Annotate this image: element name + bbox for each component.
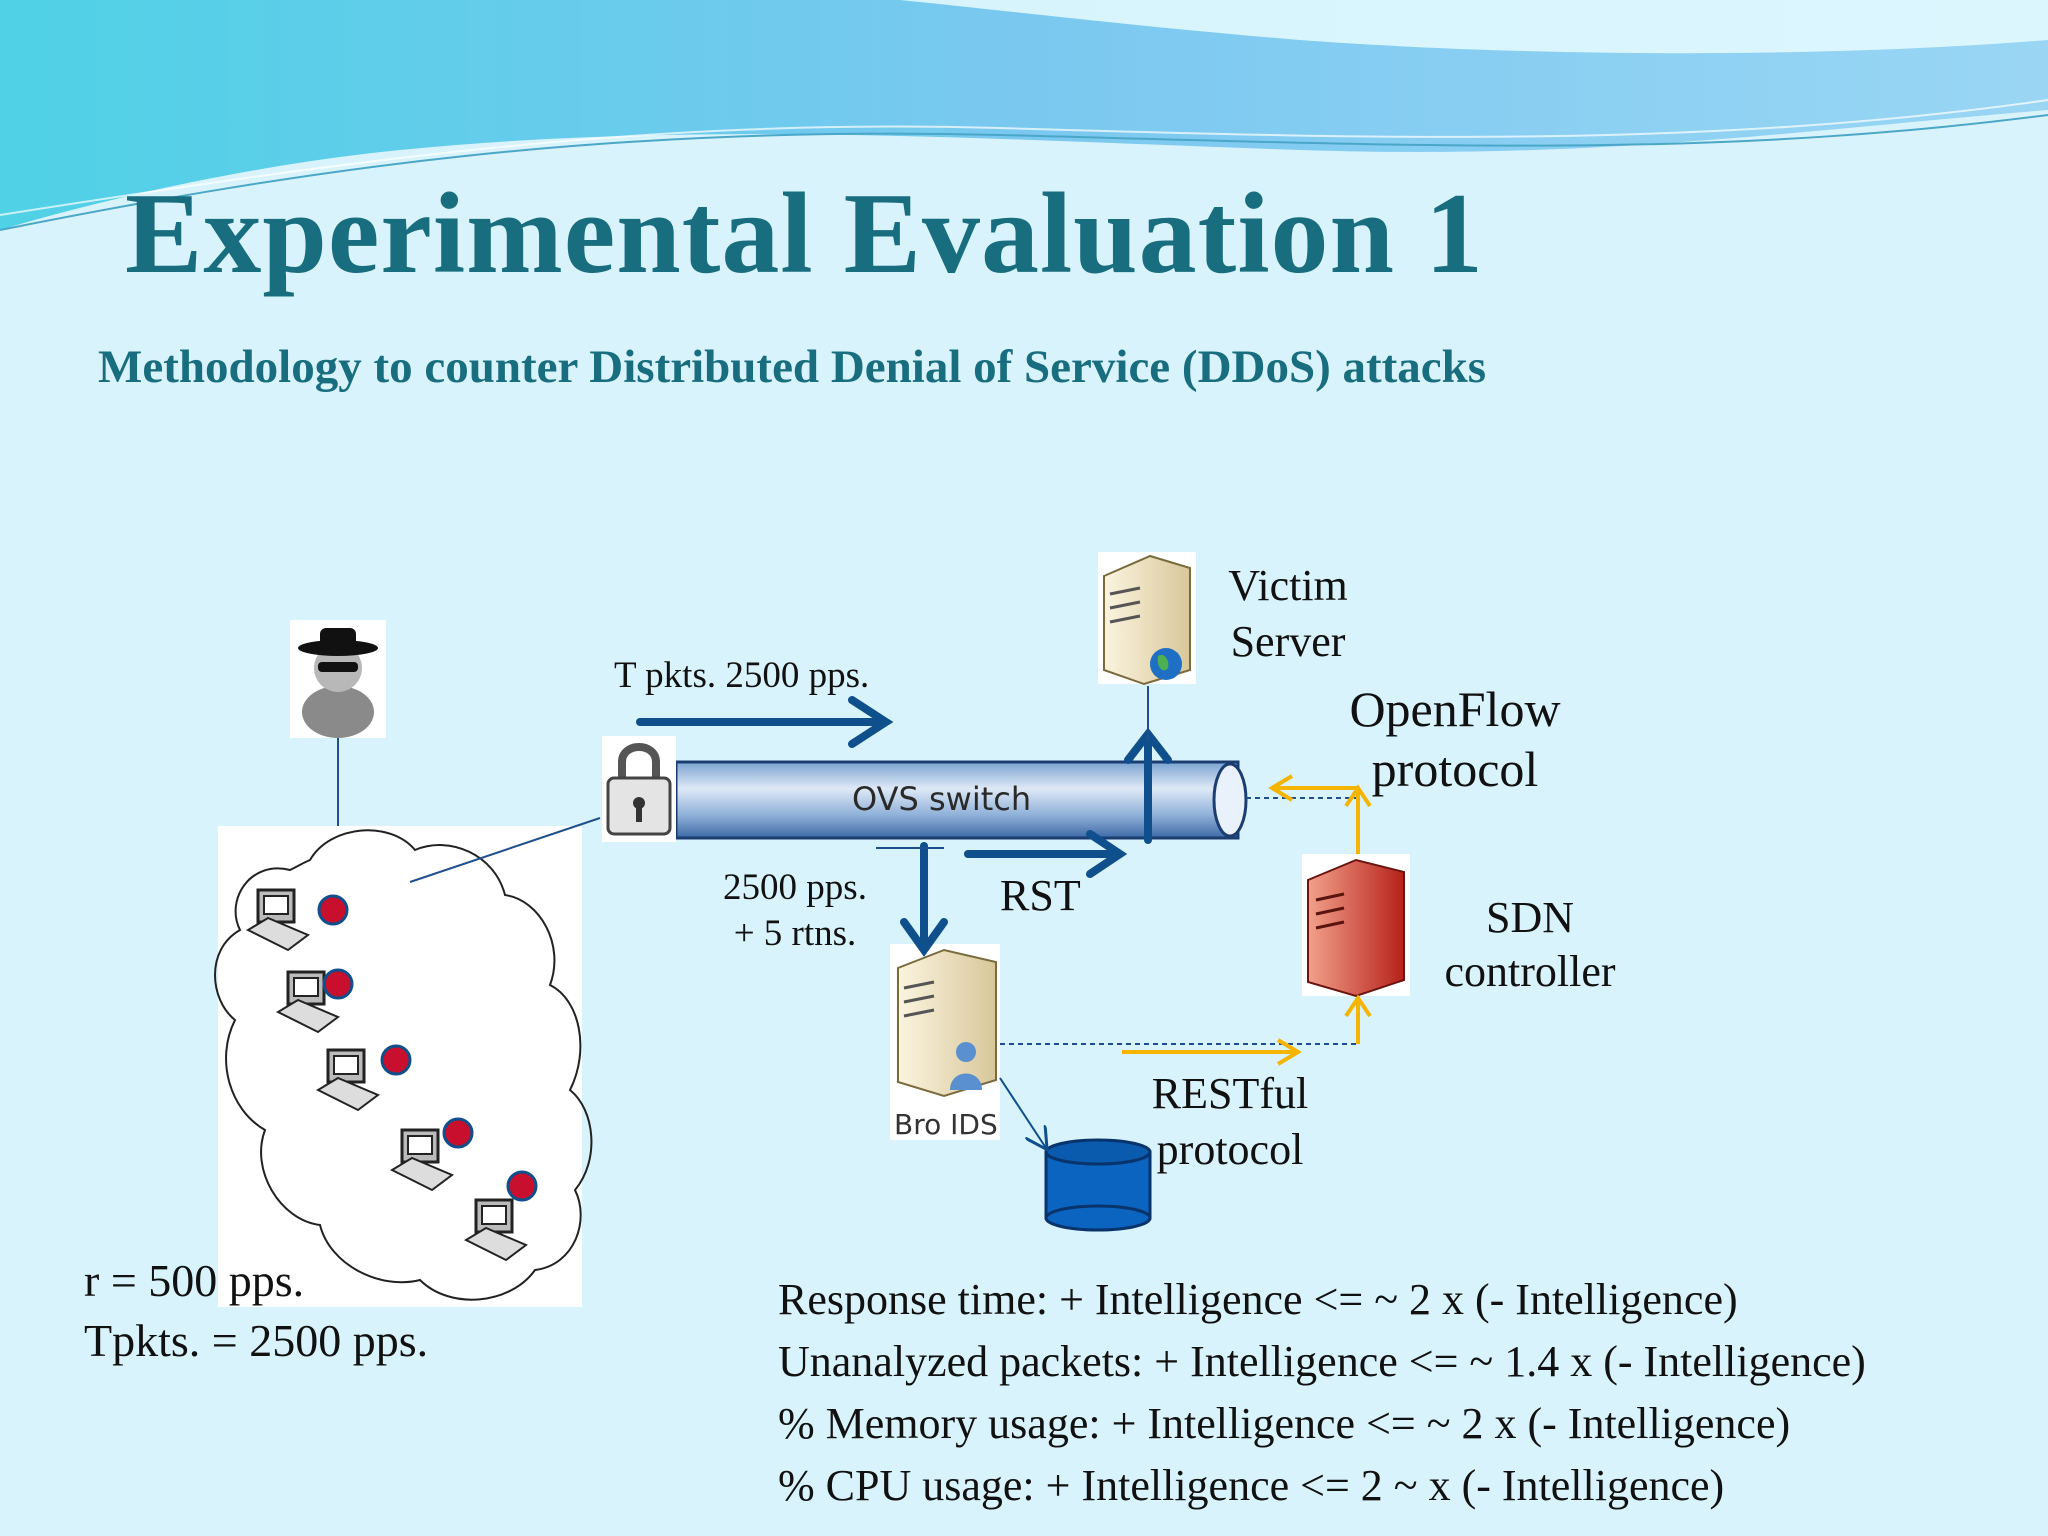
victim-label-line2: Server	[1230, 617, 1346, 666]
computer-icon	[315, 1044, 412, 1112]
sdn-label-line2: controller	[1444, 947, 1616, 996]
ovs-switch-label: OVS switch	[852, 780, 1032, 818]
database-icon	[1044, 1138, 1152, 1232]
dashed-links	[1000, 797, 1358, 1045]
server-globe-icon	[1098, 552, 1196, 686]
computer-icon	[245, 888, 349, 952]
botnet-link	[409, 817, 601, 883]
top-wave-line	[0, 114, 2048, 231]
tpkts-rate-label: Tpkts. = 2500 pps.	[84, 1315, 429, 1366]
pps-label-line1: 2500 pps.	[723, 867, 867, 908]
openflow-label-line2: protocol	[1371, 741, 1539, 797]
slide-subtitle: Methodology to counter Distributed Denia…	[98, 341, 1487, 393]
openflow-label-line1: OpenFlow	[1349, 681, 1561, 737]
top-wave-dark	[0, 0, 2048, 230]
computer-icon	[275, 968, 354, 1034]
r-rate-label: r = 500 pps.	[84, 1255, 305, 1306]
victim-label-line1: Victim	[1228, 561, 1348, 610]
tpkts-label: T pkts. 2500 pps.	[614, 655, 870, 696]
ids-arrowhead	[900, 918, 948, 957]
result-cpu-usage: % CPU usage: + Intelligence <= 2 ~ x (- …	[778, 1461, 1725, 1510]
server-user-icon	[890, 944, 1000, 1140]
rst-arrowhead	[1086, 830, 1128, 878]
computer-icon	[389, 1117, 474, 1192]
rst-label: RST	[1000, 871, 1081, 920]
restful-label-line1: RESTful	[1151, 1069, 1309, 1118]
result-response-time: Response time: + Intelligence <= ~ 2 x (…	[778, 1275, 1738, 1324]
db-arrow	[999, 1077, 1046, 1148]
restful-label-line2: protocol	[1156, 1125, 1304, 1174]
computer-icon	[463, 1170, 538, 1262]
padlock-icon	[602, 736, 676, 842]
result-memory-usage: % Memory usage: + Intelligence <= ~ 2 x …	[778, 1399, 1791, 1448]
bro-ids-label: Bro IDS	[894, 1108, 998, 1141]
result-unanalyzed-packets: Unanalyzed packets: + Intelligence <= ~ …	[778, 1337, 1866, 1386]
sdn-label-line1: SDN	[1485, 893, 1575, 942]
slide-title: Experimental Evaluation 1	[125, 170, 1485, 298]
pps-label-line2: + 5 rtns.	[733, 913, 857, 954]
yellow-arrows	[1122, 774, 1372, 1066]
top-wave-light	[900, 0, 2048, 54]
red-server-icon	[1302, 854, 1410, 998]
tpkts-arrowhead	[848, 696, 894, 748]
spy-attacker-icon	[290, 620, 386, 738]
bot-computers	[245, 888, 538, 1262]
